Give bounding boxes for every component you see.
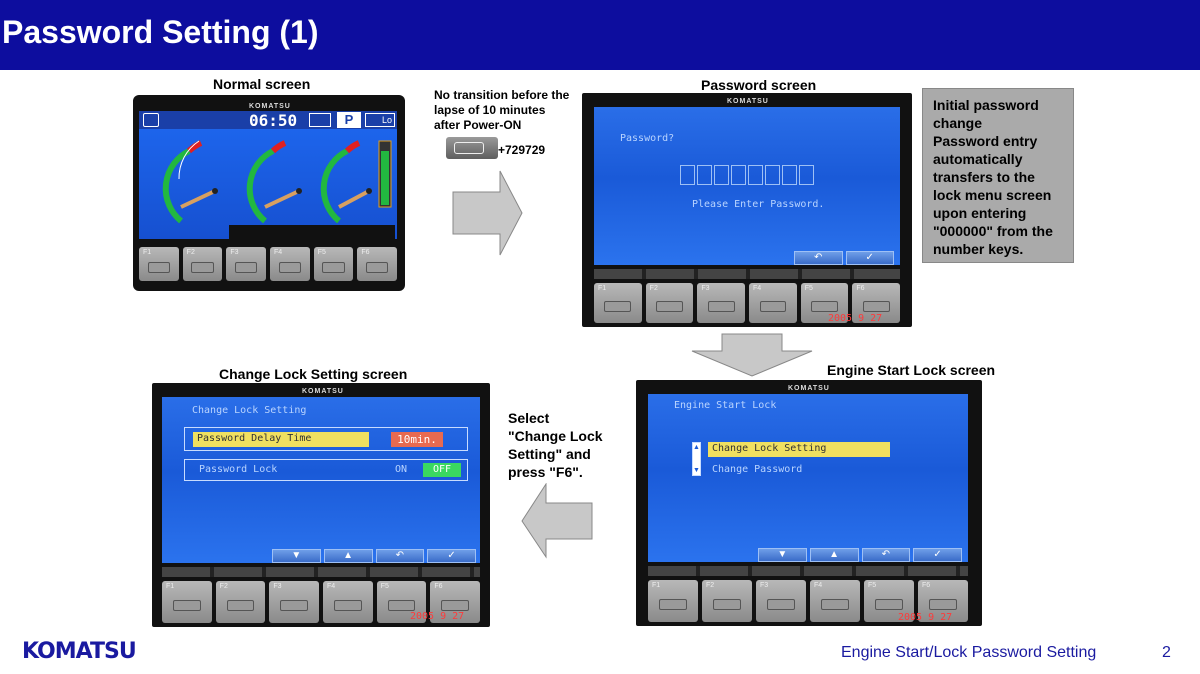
caption-password-screen: Password screen (701, 77, 816, 93)
gauges (139, 129, 397, 239)
engine-lock-lcd: Engine Start Lock ▲ ▼ Change Lock Settin… (648, 394, 968, 562)
caption-engine-start-lock-screen: Engine Start Lock screen (827, 362, 995, 378)
fkey-f2[interactable]: F2 (183, 247, 223, 281)
delay-time-row[interactable]: Password Delay Time 10min. (184, 427, 468, 451)
normal-lcd: 06:50 P Lo (139, 111, 397, 239)
normal-screen-monitor: KOMATSU 06:50 P Lo (133, 95, 405, 291)
wiper-icon (309, 113, 331, 127)
confirm-icon[interactable]: ✓ (427, 549, 476, 563)
down-icon[interactable]: ▼ (272, 549, 321, 563)
bottom-icon-strip (229, 225, 395, 239)
fkey-f3[interactable]: F3 (756, 580, 806, 622)
fkey-f6[interactable]: F6 (357, 247, 397, 281)
fkey-f3[interactable]: F3 (269, 581, 319, 623)
footer-title: Engine Start/Lock Password Setting (841, 644, 1096, 662)
delay-time-value[interactable]: 10min. (391, 432, 443, 447)
machine-icon (143, 113, 159, 127)
caption-normal-screen: Normal screen (213, 76, 310, 92)
fkey-f3[interactable]: F3 (226, 247, 266, 281)
hydraulic-gauge (250, 143, 302, 221)
fkey-f4[interactable]: F4 (270, 247, 310, 281)
fkey-f4[interactable]: F4 (810, 580, 860, 622)
change-lock-screen-monitor: KOMATSU Change Lock Setting Password Del… (152, 383, 490, 627)
change-lock-title: Change Lock Setting (192, 405, 306, 416)
menu-item-change-password[interactable]: Change Password (712, 464, 802, 475)
fkey-f1[interactable]: F1 (139, 247, 179, 281)
up-icon[interactable]: ▲ (324, 549, 373, 563)
travel-speed-indicator: Lo (365, 113, 395, 127)
back-icon[interactable]: ↶ (376, 549, 425, 563)
lock-on-option[interactable]: ON (395, 464, 407, 475)
back-icon[interactable]: ↶ (862, 548, 911, 562)
back-icon[interactable]: ↶ (794, 251, 843, 265)
monitor-brand: KOMATSU (249, 103, 291, 110)
select-note: Select "Change Lock Setting" and press "… (508, 409, 603, 481)
password-lock-row[interactable]: Password Lock ON OFF (184, 459, 468, 481)
key-combo: +729729 (498, 143, 545, 157)
password-lcd: Password? Please Enter Password. ↶ ✓ (594, 107, 900, 265)
password-lock-label: Password Lock (199, 464, 277, 475)
clock-readout: 06:50 (249, 111, 297, 130)
left-arrow-icon (520, 483, 594, 559)
fkey-f1[interactable]: F1 (162, 581, 212, 623)
down-icon[interactable]: ▼ (758, 548, 807, 562)
confirm-icon[interactable]: ✓ (846, 251, 895, 265)
transition-note: No transition before the lapse of 10 min… (434, 88, 569, 133)
down-arrow-icon (690, 333, 814, 377)
fkey-f4[interactable]: F4 (323, 581, 373, 623)
key-button-icon (446, 137, 498, 159)
fkey-f1[interactable]: F1 (648, 580, 698, 622)
fkey-f2[interactable]: F2 (216, 581, 266, 623)
password-entry-field[interactable] (680, 165, 820, 185)
date-stamp: 2005 9 27 (828, 313, 882, 324)
menu-item-change-lock-setting[interactable]: Change Lock Setting (708, 442, 890, 457)
engine-lock-screen-monitor: KOMATSU Engine Start Lock ▲ ▼ Change Loc… (636, 380, 982, 626)
password-screen-monitor: KOMATSU Password? Please Enter Password.… (582, 93, 912, 327)
mode-indicator: P (337, 112, 361, 128)
engine-lock-title: Engine Start Lock (674, 400, 776, 411)
password-hint: Please Enter Password. (692, 199, 824, 210)
confirm-icon[interactable]: ✓ (913, 548, 962, 562)
date-stamp: 2005 9 27 (410, 611, 464, 622)
page-number: 2 (1162, 644, 1171, 662)
info-box: Initial password change Password entry a… (922, 88, 1074, 263)
fkey-f2[interactable]: F2 (702, 580, 752, 622)
delay-time-label: Password Delay Time (193, 432, 369, 447)
engine-lock-softkeys: ▼ ▲ ↶ ✓ (758, 548, 962, 562)
change-lock-lcd: Change Lock Setting Password Delay Time … (162, 397, 480, 563)
lock-off-option[interactable]: OFF (423, 463, 461, 477)
normal-fkeys: F1 F2 F3 F4 F5 F6 (139, 247, 397, 281)
password-softkeys: ↶ ✓ (794, 251, 894, 265)
up-icon[interactable]: ▲ (810, 548, 859, 562)
change-lock-softkeys: ▼ ▲ ↶ ✓ (272, 549, 476, 563)
fkey-f4[interactable]: F4 (749, 283, 797, 323)
page-title: Password Setting (1) (2, 14, 319, 51)
menu-scrollbar[interactable]: ▲ ▼ (692, 442, 701, 476)
fkey-f5[interactable]: F5 (314, 247, 354, 281)
footer-logo: KOMATSU (22, 639, 136, 664)
title-bar: Password Setting (1) (0, 0, 1200, 70)
fkey-f3[interactable]: F3 (697, 283, 745, 323)
password-prompt: Password? (620, 133, 674, 144)
coolant-gauge (166, 141, 218, 221)
right-arrow-icon (452, 170, 524, 256)
fkey-f2[interactable]: F2 (646, 283, 694, 323)
fuel-gauge (324, 143, 372, 221)
date-stamp: 2005 9 27 (898, 612, 952, 623)
fkey-f1[interactable]: F1 (594, 283, 642, 323)
caption-change-lock-screen: Change Lock Setting screen (219, 366, 407, 382)
